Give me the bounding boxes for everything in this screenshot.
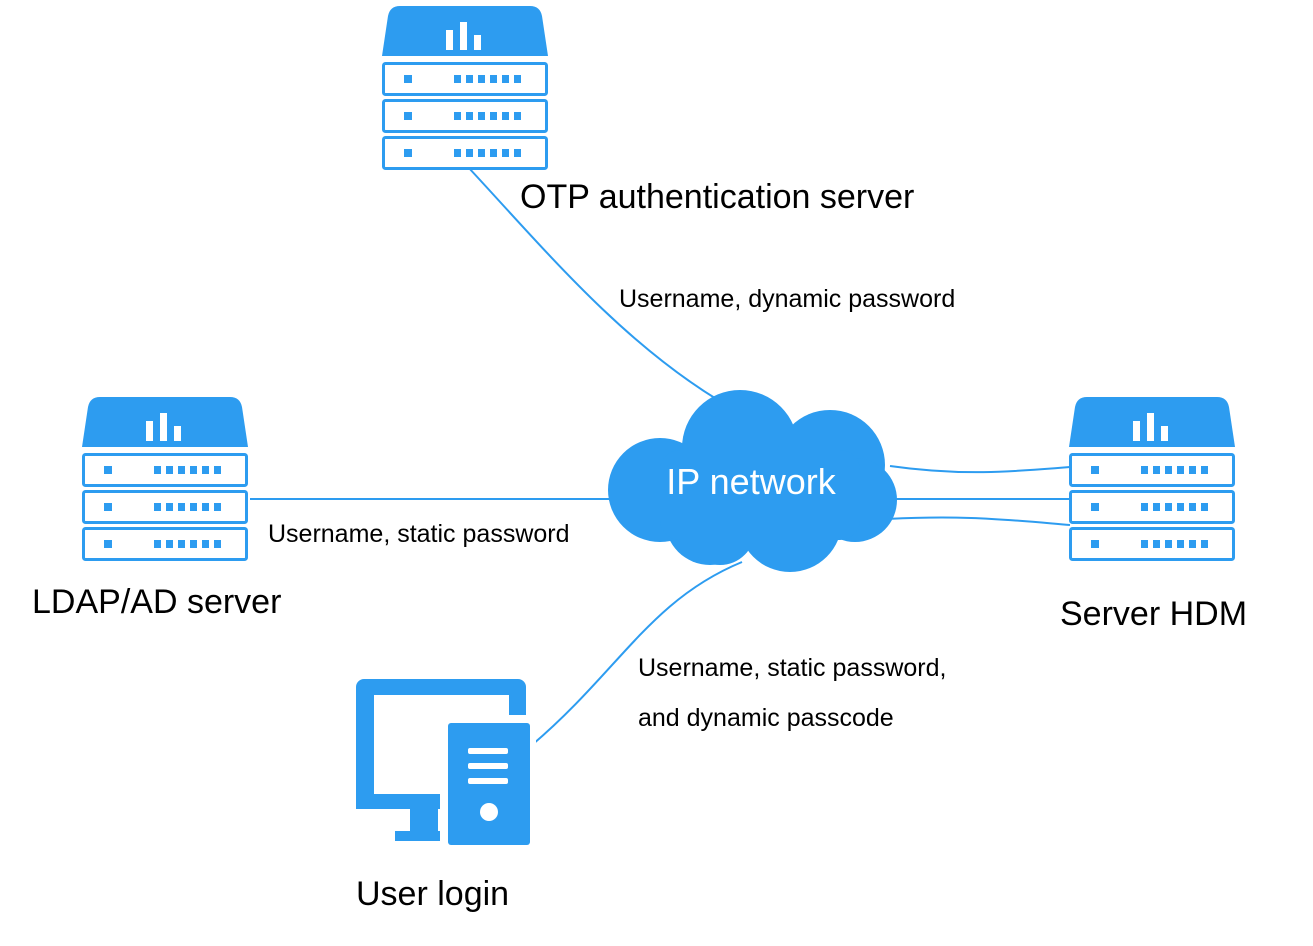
user-link-label-line2: and dynamic passcode bbox=[638, 704, 894, 732]
link-network-hdm-3 bbox=[869, 516, 1071, 526]
ldap-link-label: Username, static password bbox=[268, 520, 570, 548]
link-user-network bbox=[531, 561, 743, 746]
desktop-computer-icon bbox=[356, 679, 536, 850]
network-label: IP network bbox=[666, 461, 836, 502]
hdm-server-icon bbox=[1069, 397, 1235, 560]
hdm-server-label: Server HDM bbox=[1060, 595, 1247, 633]
ldap-server-icon bbox=[82, 397, 248, 560]
otp-server-label: OTP authentication server bbox=[520, 178, 914, 216]
link-network-hdm-1 bbox=[889, 465, 1071, 474]
cloud-icon bbox=[608, 390, 897, 572]
otp-link-label: Username, dynamic password bbox=[619, 285, 955, 313]
ldap-server-label: LDAP/AD server bbox=[32, 583, 281, 621]
user-link-label-line1: Username, static password, bbox=[638, 654, 946, 682]
otp-server-icon bbox=[382, 6, 548, 169]
link-otp-network bbox=[467, 166, 719, 401]
user-login-label: User login bbox=[356, 875, 509, 913]
